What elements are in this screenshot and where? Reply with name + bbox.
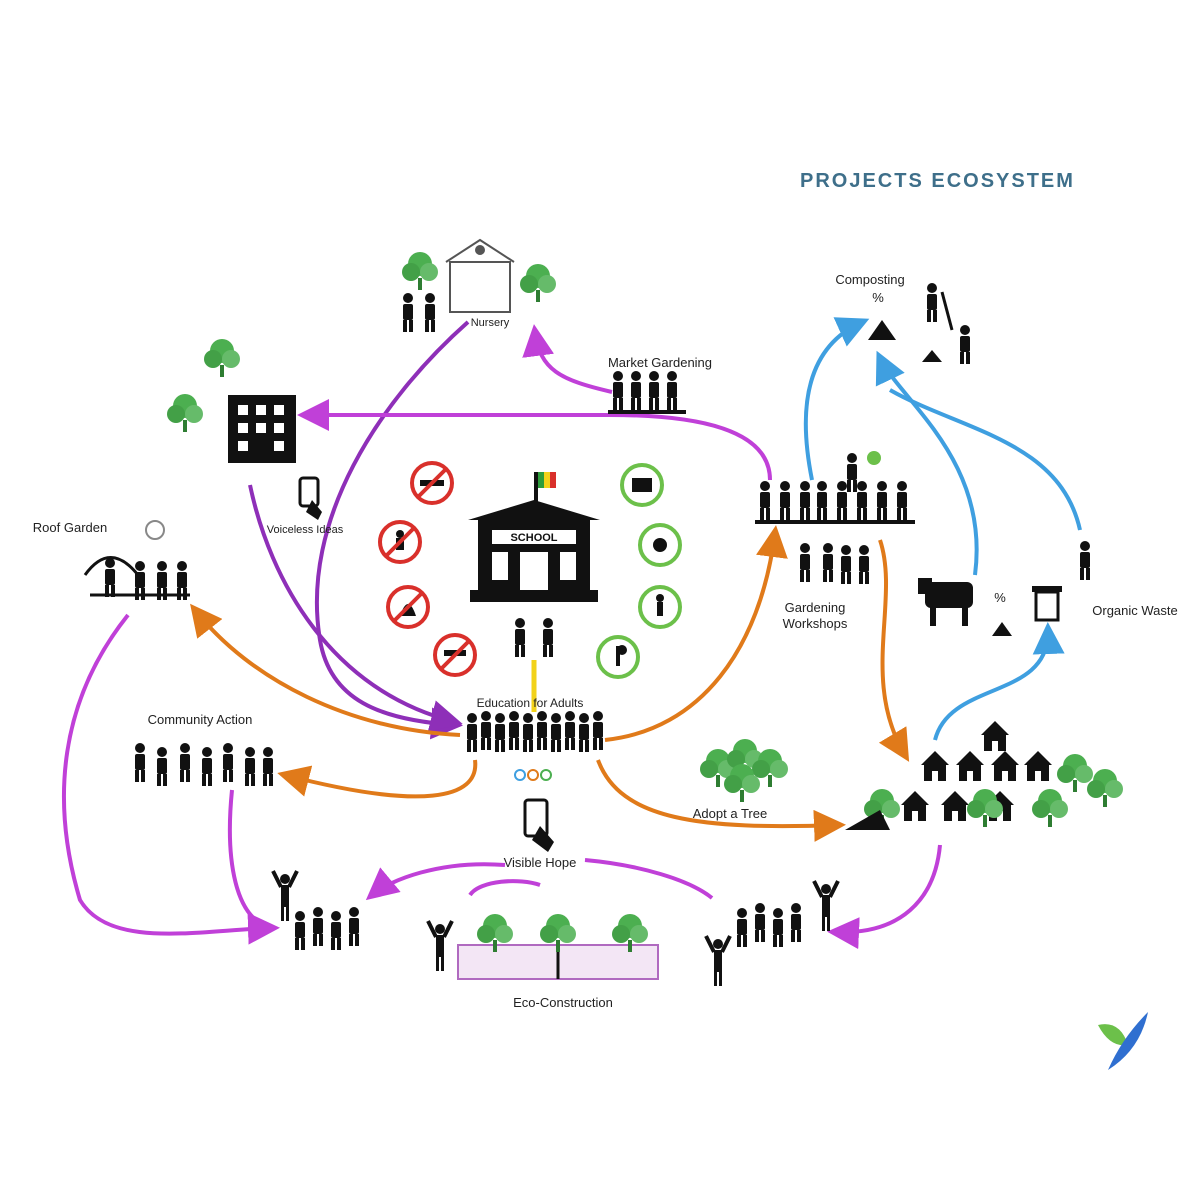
- no-littering-icon: [378, 520, 422, 564]
- plant-icon: [596, 635, 640, 679]
- arrow-community-to-youth: [227, 789, 273, 930]
- youth-group-right: [704, 879, 840, 988]
- no-smoking-icon: [410, 461, 454, 505]
- youth-group-left: [271, 869, 359, 950]
- arrow-nursery-to-center: [314, 320, 470, 740]
- community-action-node: [135, 743, 273, 786]
- label-visible-hope: Visible Hope: [503, 855, 577, 870]
- sun-icon: [638, 523, 682, 567]
- arrow-hope-left: [365, 862, 506, 901]
- arrow-workshops-to-compost: [803, 317, 870, 481]
- adopt-tree-node: [700, 739, 788, 802]
- arrow-center-to-workshops: [604, 525, 788, 742]
- label-education-adults: Education for Adults: [476, 696, 584, 710]
- nursery-node: [402, 238, 556, 332]
- phone-hand-icon: [298, 476, 322, 520]
- arrow-center-to-roof: [190, 603, 461, 737]
- label-eco-construction: Eco-Construction: [513, 995, 613, 1010]
- market-gardening-node: [608, 371, 686, 414]
- label-adopt-tree: Adopt a Tree: [692, 806, 768, 821]
- arrow-village-to-waste: [933, 622, 1065, 741]
- prohibited-icons: [378, 461, 477, 677]
- school-sign: SCHOOL: [510, 532, 557, 544]
- label-market-gardening: Market Gardening: [607, 355, 713, 370]
- no-weapons-icon: [433, 633, 477, 677]
- organization-logo: [1098, 1012, 1148, 1070]
- arrow-hope-eco: [468, 879, 541, 897]
- label-gardening-workshops: Gardening Workshops: [782, 600, 848, 631]
- school-node: [468, 472, 600, 657]
- arrow-to-nursery: [522, 324, 613, 394]
- label-cow-pct: %: [994, 590, 1006, 605]
- eco-construction-node: [426, 914, 659, 980]
- connector-arrows: [62, 317, 1082, 950]
- label-community-action: Community Action: [147, 712, 253, 727]
- arrow-hope-right: [584, 858, 714, 900]
- arrow-waste-to-compost: [889, 388, 1082, 531]
- label-composting-pct: %: [872, 290, 884, 305]
- recycle-bin-icon: [620, 463, 664, 507]
- allowed-icons: [596, 463, 682, 679]
- arrow-center-to-village: [596, 759, 846, 842]
- arrow-workshops-to-village: [878, 539, 910, 762]
- roof-garden-node: [83, 520, 190, 600]
- label-organic-waste: Organic Waste: [1092, 603, 1178, 618]
- arrow-roof-to-youth: [62, 613, 280, 945]
- arrow-village-to-youth: [827, 844, 942, 950]
- arrow-to-building: [297, 399, 772, 481]
- building-node: [167, 339, 296, 463]
- arrow-building-to-center: [248, 484, 463, 732]
- gardening-workshops-node: [755, 451, 915, 584]
- label-nursery: Nursery: [470, 317, 510, 329]
- diagram-title: PROJECTS ECOSYSTEM: [800, 170, 1075, 192]
- composting-node: [868, 283, 970, 364]
- arrow-cow-to-compost: [875, 350, 979, 576]
- adults-group: [467, 711, 603, 781]
- organic-waste-node: [1032, 541, 1090, 622]
- cow-icon: [918, 578, 1012, 636]
- label-roof-garden: Roof Garden: [32, 520, 108, 535]
- arrow-center-to-community: [277, 759, 478, 799]
- village-node: [845, 721, 1123, 830]
- label-voiceless-ideas: Voiceless Ideas: [266, 524, 344, 536]
- walking-icon: [638, 585, 682, 629]
- label-composting: Composting: [835, 272, 905, 287]
- visible-hope-phone-icon: [523, 798, 554, 852]
- no-burning-icon: [386, 585, 430, 629]
